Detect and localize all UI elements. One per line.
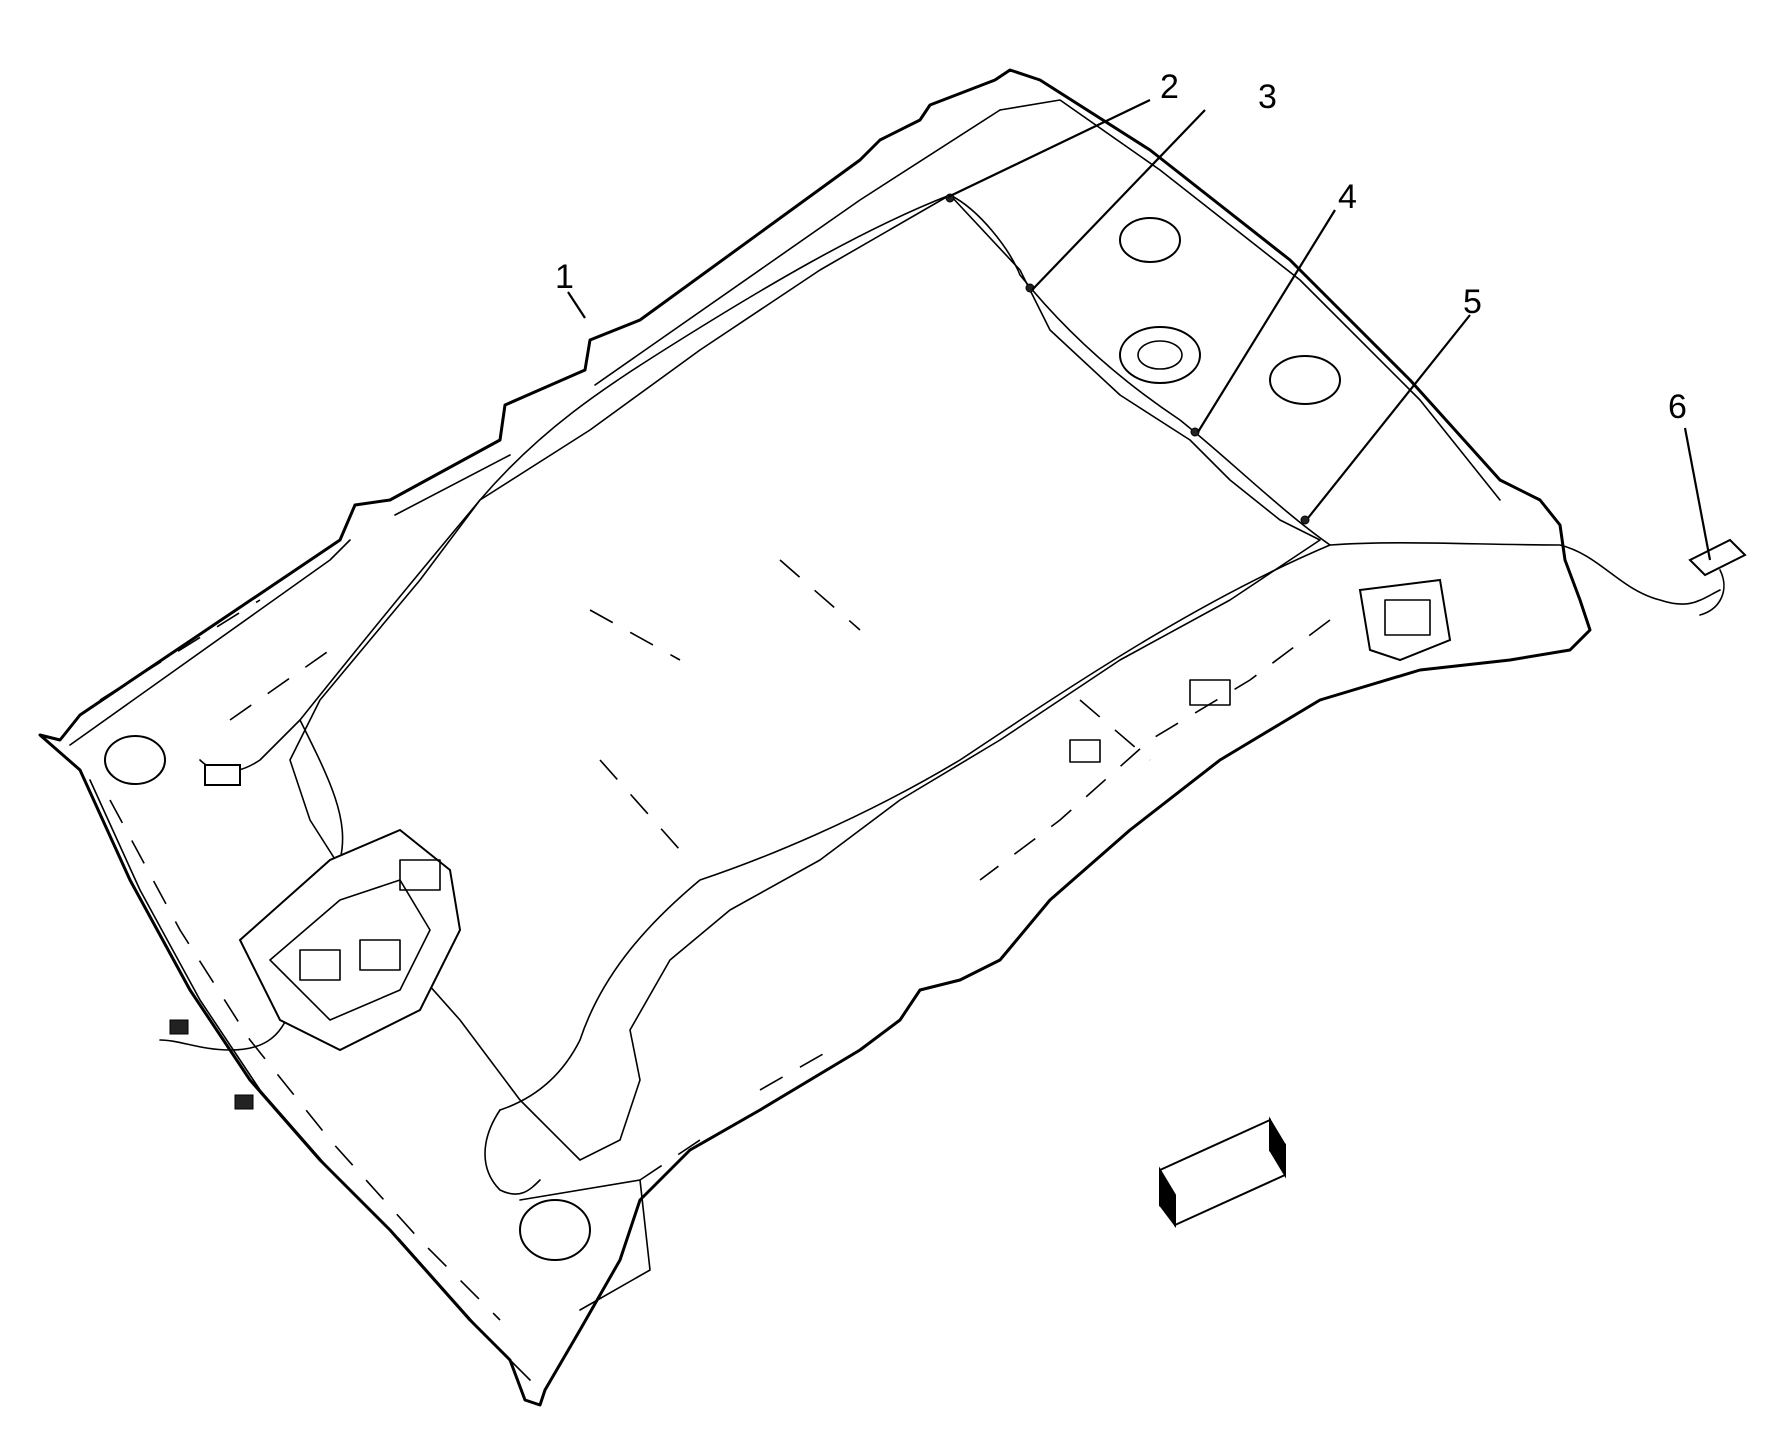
speaker-icon	[104, 735, 166, 785]
speaker-grille-icon	[1119, 326, 1201, 384]
leader-lines	[567, 99, 1712, 561]
dome-lamp-icon	[1119, 217, 1181, 263]
harness-clip-4	[1190, 427, 1200, 437]
dome-lamp-icon	[1269, 355, 1341, 405]
headliner-panel	[38, 68, 1592, 1407]
callout-6: 6	[1668, 388, 1687, 426]
callout-5: 5	[1463, 283, 1482, 321]
callout-2: 2	[1160, 68, 1179, 106]
connector-6	[1688, 538, 1747, 616]
callout-1: 1	[555, 258, 574, 296]
side-connectors	[169, 764, 254, 1110]
rear-module	[1069, 578, 1452, 763]
callout-4: 4	[1338, 178, 1357, 216]
trim-lines	[99, 599, 1331, 1321]
speaker-icon	[519, 1199, 591, 1261]
overhead-console	[238, 828, 462, 1052]
harness-clip-5	[1300, 515, 1310, 525]
speaker-pods	[104, 217, 1341, 1311]
front-direction-arrow-icon	[1159, 1116, 1286, 1228]
center-opening	[289, 194, 1321, 1161]
callout-3: 3	[1258, 78, 1277, 116]
wiring-harness	[159, 193, 1721, 1195]
callout-labels: 1 2 3 4 5 6	[555, 68, 1687, 426]
